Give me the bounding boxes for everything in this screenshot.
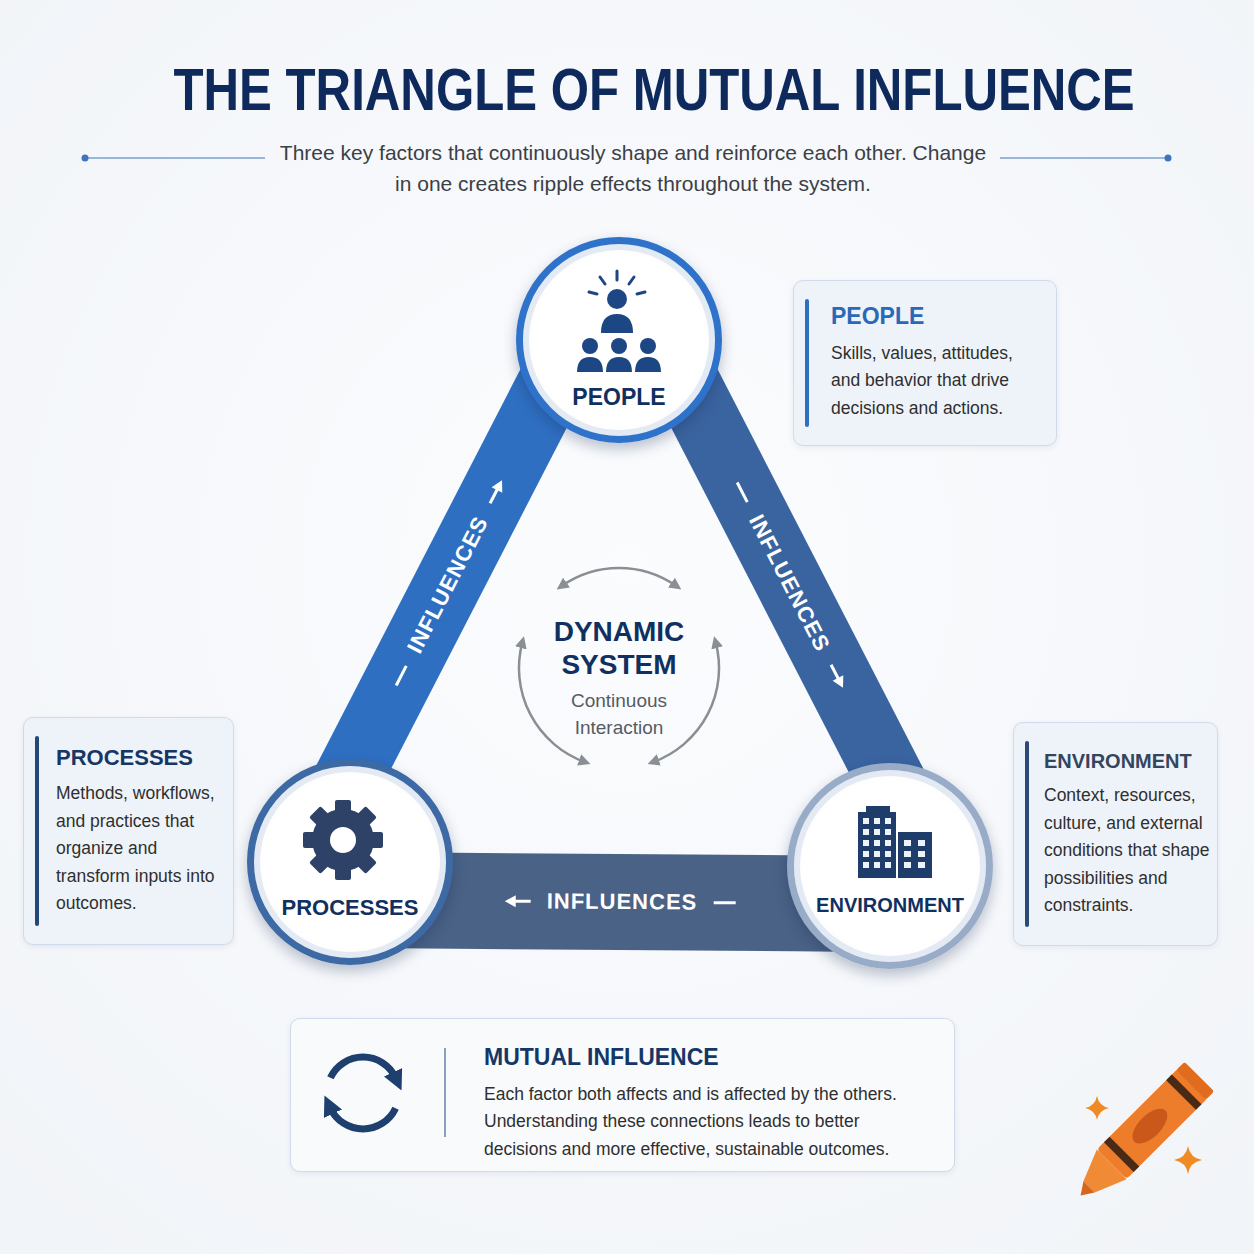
caption-rule (1165, 155, 1172, 162)
crayon-logo (1127, 1103, 1174, 1150)
card-heading: PROCESSES (56, 745, 228, 771)
node-label: ENVIRONMENT (816, 893, 964, 917)
crayon-logo (1104, 1137, 1139, 1172)
crayon-logo (1097, 1068, 1208, 1179)
info-card: PEOPLE Skills, values, attitudes, and beh… (793, 280, 1057, 446)
environment-circle: ENVIRONMENT (787, 763, 993, 969)
node-label: PEOPLE (572, 384, 665, 412)
dash-line (396, 665, 406, 685)
caption-rule (82, 155, 89, 162)
dash-line (713, 901, 735, 904)
summary-card: MUTUAL INFLUENCE Each factor both affects… (290, 1018, 955, 1172)
title-wrap: THE TRIANGLE OF MUTUAL INFLUENCE (27, 50, 1254, 130)
card-heading: PEOPLE (831, 303, 1046, 331)
node-label: PROCESSES (282, 895, 419, 921)
influence-band (358, 406, 540, 759)
cycle-arrows (562, 568, 677, 586)
arrow-tip (491, 477, 507, 492)
card-body: Each factor both affects and is affected… (484, 1081, 936, 1164)
edge-label: INFLUENCES (383, 472, 514, 692)
card-body: Methods, workflows, and practices that o… (56, 780, 228, 918)
edge-label-text: INFLUENCES (546, 888, 697, 915)
people-circle: PEOPLE (516, 237, 722, 443)
sparkle (1085, 1096, 1109, 1120)
crayon-logo (1075, 1181, 1095, 1201)
caption-wrap: Three key factors that continuously shap… (273, 137, 993, 199)
card-heading: MUTUAL INFLUENCE (484, 1044, 936, 1072)
diagram-title: THE TRIANGLE OF MUTUAL INFLUENCE (173, 50, 1134, 130)
dash-mark (711, 894, 737, 912)
arrow-tip (504, 895, 515, 907)
center-subtitle: Continuous Interaction (554, 687, 684, 741)
diagram-caption: Three key factors that continuously shap… (280, 141, 986, 195)
sparkle (1085, 1096, 1202, 1174)
caption-rule (1000, 157, 1168, 159)
crayon-logo (1066, 1062, 1214, 1210)
crayon-logo (1166, 1074, 1201, 1109)
edge-label: INFLUENCES (725, 474, 856, 694)
crayon-logo (1176, 1062, 1214, 1100)
card-heading: ENVIRONMENT (1044, 749, 1216, 773)
sparkle (1174, 1146, 1202, 1174)
arrow-head (502, 892, 532, 910)
edge-label: INFLUENCES (502, 888, 737, 916)
card-body: Skills, values, attitudes, and behavior … (831, 340, 1046, 423)
cycle-arrows (519, 568, 719, 762)
crayon-logo (1074, 1149, 1126, 1201)
influence-band (698, 406, 882, 763)
caption-rule (85, 157, 265, 159)
info-card: PROCESSES Methods, workflows, and practic… (23, 717, 234, 945)
card-body: Context, resources, culture, and externa… (1044, 782, 1216, 920)
dash-line (737, 482, 747, 502)
arrow-tip (833, 675, 849, 690)
center-title: DYNAMIC SYSTEM (529, 615, 709, 681)
processes-circle: PROCESSES (247, 759, 453, 965)
info-card: ENVIRONMENT Context, resources, culture, … (1013, 722, 1218, 946)
